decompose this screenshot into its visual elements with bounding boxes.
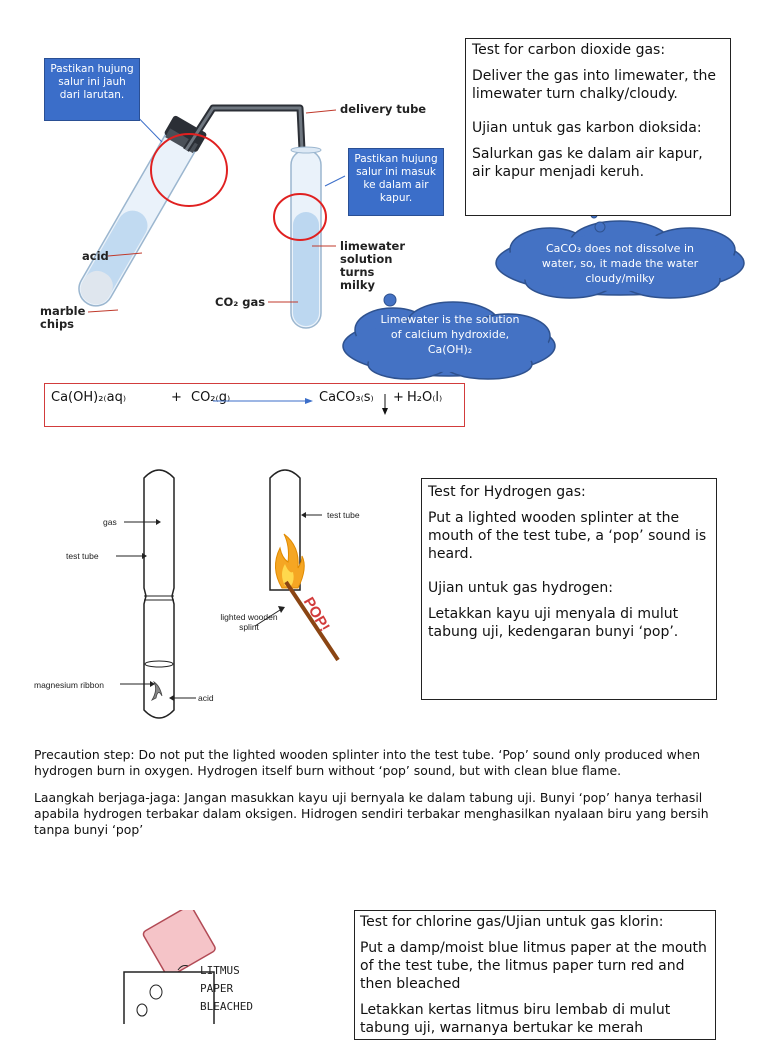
h2-body-ms: Letakkan kayu uji menyala di mulut tabun… — [428, 606, 679, 640]
cloud-caco3-icon — [495, 211, 745, 299]
label-co2-gas: CO₂ gas — [215, 295, 266, 309]
eq-rhs2: H₂O₍l₎ — [407, 390, 443, 405]
label-magnesium-ribbon: magnesium ribbon — [34, 680, 104, 690]
chemical-equation: Ca(OH)₂₍aq₎ + CO₂₍g₎ CaCO₃₍s₎ + H₂O₍l₎ — [44, 383, 465, 427]
co2-test-box: Test for carbon dioxide gas: Deliver the… — [465, 38, 731, 216]
h2-body-en: Put a lighted wooden splinter at the mou… — [428, 510, 707, 562]
label-test-tube-left: test tube — [66, 551, 99, 561]
co2-body-en: Deliver the gas into limewater, the lime… — [472, 68, 716, 102]
cloud-limewater-text: Limewater is the solution of calcium hyd… — [380, 313, 520, 356]
co2-body-ms: Salurkan gas ke dalam air kapur, air kap… — [472, 146, 703, 180]
cl2-body-ms: Letakkan kertas litmus biru lembab di mu… — [360, 1002, 671, 1036]
cl2-title: Test for chlorine gas/Ujian untuk gas kl… — [360, 914, 664, 930]
chlorine-test-box: Test for chlorine gas/Ujian untuk gas kl… — [354, 910, 716, 1040]
precipitate-arrow-icon — [382, 394, 388, 415]
label-delivery-tube: delivery tube — [340, 102, 427, 116]
label-h2-acid: acid — [198, 693, 214, 703]
label-litmus-bleached: LITMUS PAPER BLEACHED — [200, 964, 253, 1013]
h2-title-ms: Ujian untuk gas hydrogen: — [428, 580, 613, 596]
co2-title-ms: Ujian untuk gas karbon dioksida: — [472, 120, 702, 136]
label-test-tube-right: test tube — [327, 510, 360, 520]
note-left: Pastikan hujung salur ini jauh dari laru… — [44, 58, 140, 121]
reaction-arrow-icon — [213, 398, 313, 404]
eq-plus2: + — [393, 390, 404, 405]
cl2-body-en: Put a damp/moist blue litmus paper at th… — [360, 940, 707, 992]
note-right: Pastikan hujung salur ini masuk ke dalam… — [348, 148, 444, 216]
label-splint: lighted wooden splint — [220, 612, 278, 632]
h2-title-en: Test for Hydrogen gas: — [428, 484, 586, 500]
label-acid: acid — [82, 249, 109, 263]
label-limewater: limewater solution turns milky — [340, 239, 406, 292]
hydrogen-apparatus-illustration — [116, 469, 340, 719]
co2-title-en: Test for carbon dioxide gas: — [472, 42, 666, 58]
eq-plus1: + — [171, 390, 182, 405]
hydrogen-test-box: Test for Hydrogen gas: Put a lighted woo… — [421, 478, 717, 700]
cloud-limewater-icon — [342, 293, 556, 380]
chlorine-apparatus-illustration — [123, 910, 216, 1024]
precaution-en: Precaution step: Do not put the lighted … — [34, 747, 701, 778]
cloud-caco3-text: CaCO₃ does not dissolve in water, so, it… — [541, 242, 699, 285]
label-gas: gas — [103, 517, 117, 527]
precaution-ms: Laangkah berjaga-jaga: Jangan masukkan k… — [34, 790, 709, 837]
eq-lhs1: Ca(OH)₂₍aq₎ — [51, 390, 127, 405]
eq-rhs1: CaCO₃₍s₎ — [319, 390, 374, 405]
label-marble-chips: marble chips — [40, 304, 86, 331]
